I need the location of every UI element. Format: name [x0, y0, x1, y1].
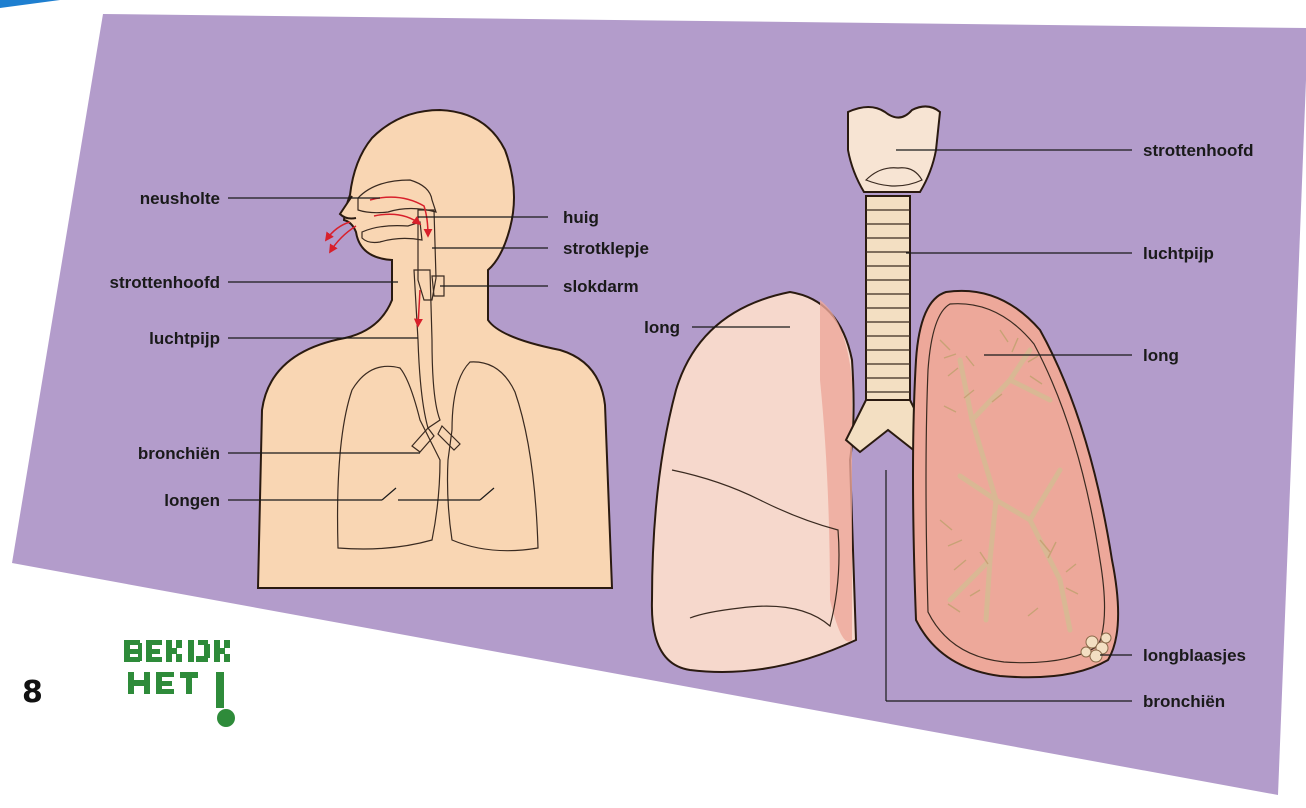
- label-nasal-cavity: neusholte: [140, 189, 220, 208]
- label-lung-left: long: [644, 318, 680, 337]
- label-epiglottis: strotklepje: [563, 239, 649, 258]
- label-bronchi-right: bronchiën: [1143, 692, 1225, 711]
- label-bronchi-left: bronchiën: [138, 444, 220, 463]
- larynx-shape: [848, 106, 940, 192]
- corner-accent: [0, 0, 60, 8]
- label-larynx-right: strottenhoofd: [1143, 141, 1253, 160]
- label-lungs: longen: [164, 491, 220, 510]
- label-trachea-left: luchtpijp: [149, 329, 220, 348]
- label-lung-right: long: [1143, 346, 1179, 365]
- label-alveoli: longblaasjes: [1143, 646, 1246, 665]
- bekijk-het-stamp: [124, 640, 235, 727]
- label-esophagus: slokdarm: [563, 277, 639, 296]
- label-trachea-right: luchtpijp: [1143, 244, 1214, 263]
- background-panel: [12, 14, 1306, 795]
- label-uvula: huig: [563, 208, 599, 227]
- trachea-right: [866, 196, 910, 402]
- label-larynx-left: strottenhoofd: [110, 273, 220, 292]
- page-number: 8: [22, 675, 43, 710]
